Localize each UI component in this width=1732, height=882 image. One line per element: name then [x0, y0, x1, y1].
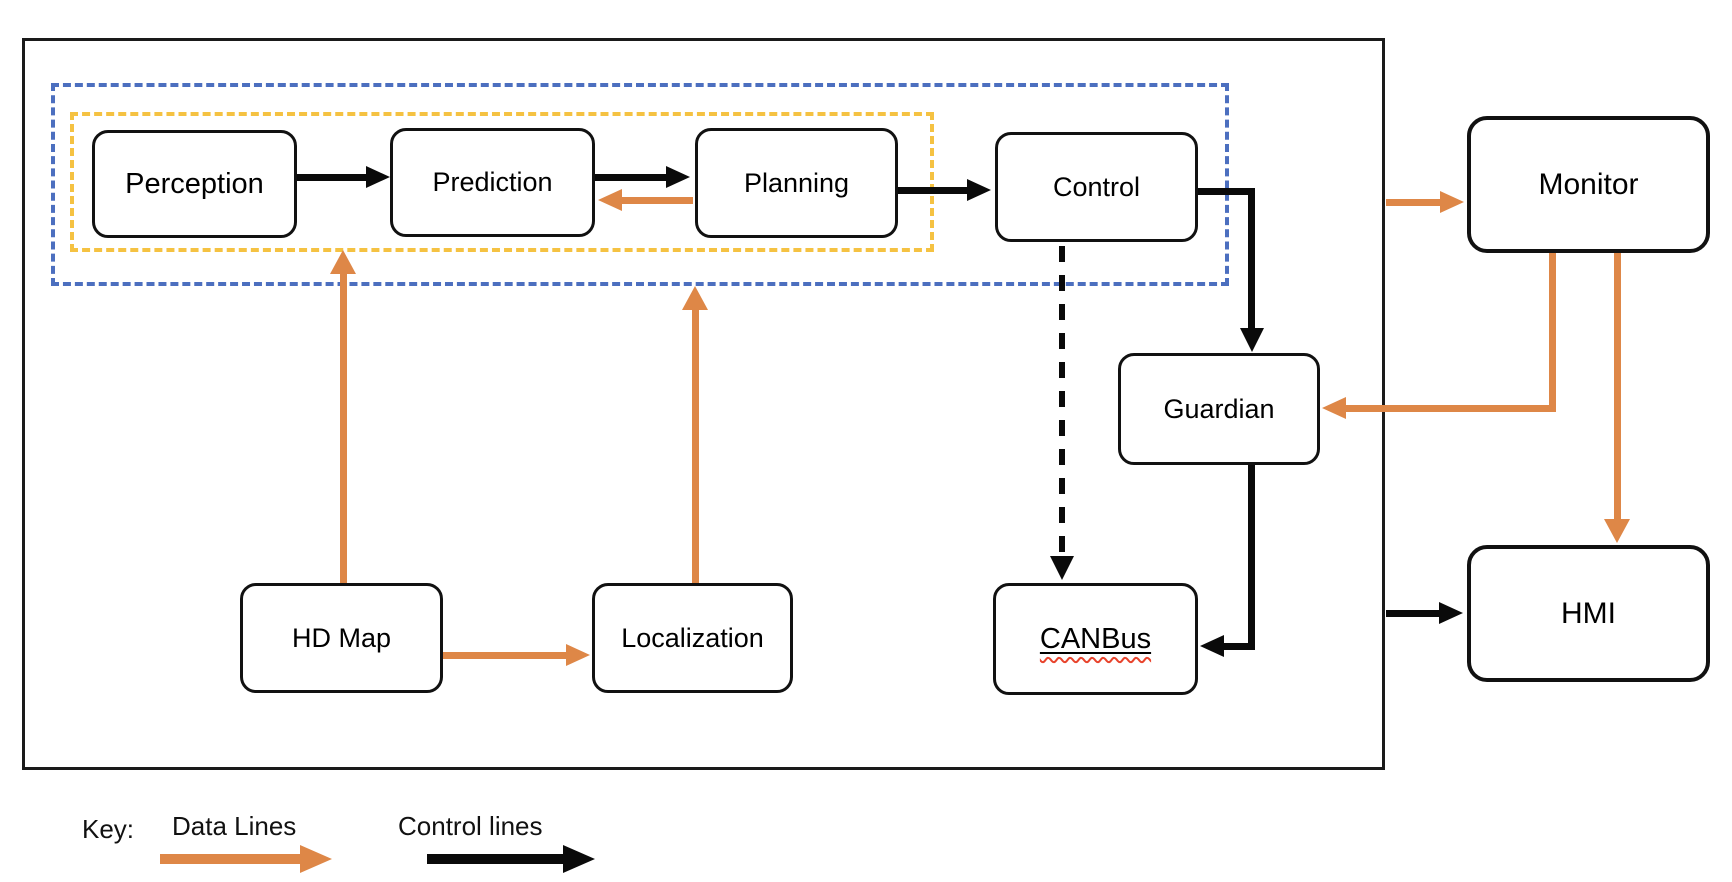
group-blue-dashed [51, 83, 1229, 286]
node-guardian: Guardian [1118, 353, 1320, 465]
arrowhead [682, 286, 708, 310]
arrowhead [563, 845, 595, 873]
system-boundary-box [22, 38, 1385, 770]
node-canbus: CANBus [993, 583, 1198, 695]
legend-data-lines-arrow [160, 854, 300, 864]
node-control: Control [995, 132, 1198, 242]
arrowhead [1604, 519, 1630, 543]
spellcheck-squiggle: CANBus [1040, 623, 1151, 656]
node-label: CANBus [1039, 622, 1152, 655]
arrowhead [1240, 328, 1264, 352]
arrowhead [1200, 635, 1224, 657]
group-yellow-dashed [70, 112, 934, 252]
node-label: HD Map [291, 622, 392, 653]
node-label: Monitor [1538, 167, 1639, 201]
legend-control-lines-arrow [427, 854, 563, 864]
node-monitor: Monitor [1467, 116, 1710, 253]
node-hdmap: HD Map [240, 583, 443, 693]
arrowhead [366, 166, 390, 188]
arrowhead [566, 644, 590, 666]
arrowhead [967, 179, 991, 201]
arrowhead [330, 250, 356, 274]
arrowhead [300, 845, 332, 873]
node-perception: Perception [92, 130, 297, 238]
node-label: Localization [621, 622, 764, 653]
node-localization: Localization [592, 583, 793, 693]
node-planning: Planning [695, 128, 898, 238]
arrowhead [1440, 191, 1464, 213]
arrowhead [1050, 556, 1074, 580]
legend-data-lines-label: Data Lines [172, 811, 297, 841]
arrowhead [666, 166, 690, 188]
arrowhead [598, 189, 622, 211]
node-hmi: HMI [1467, 545, 1710, 682]
node-label: Prediction [432, 167, 553, 197]
node-label: Control [1052, 171, 1141, 202]
legend-key-label: Key: [82, 814, 135, 844]
legend-control-lines-label: Control lines [398, 811, 543, 841]
node-label: Planning [743, 167, 850, 198]
node-label: HMI [1561, 596, 1616, 630]
node-prediction: Prediction [390, 128, 595, 237]
arrowhead [1439, 602, 1463, 624]
arrowhead [1322, 397, 1346, 419]
node-label: Guardian [1163, 393, 1275, 424]
node-label: Perception [125, 167, 264, 200]
